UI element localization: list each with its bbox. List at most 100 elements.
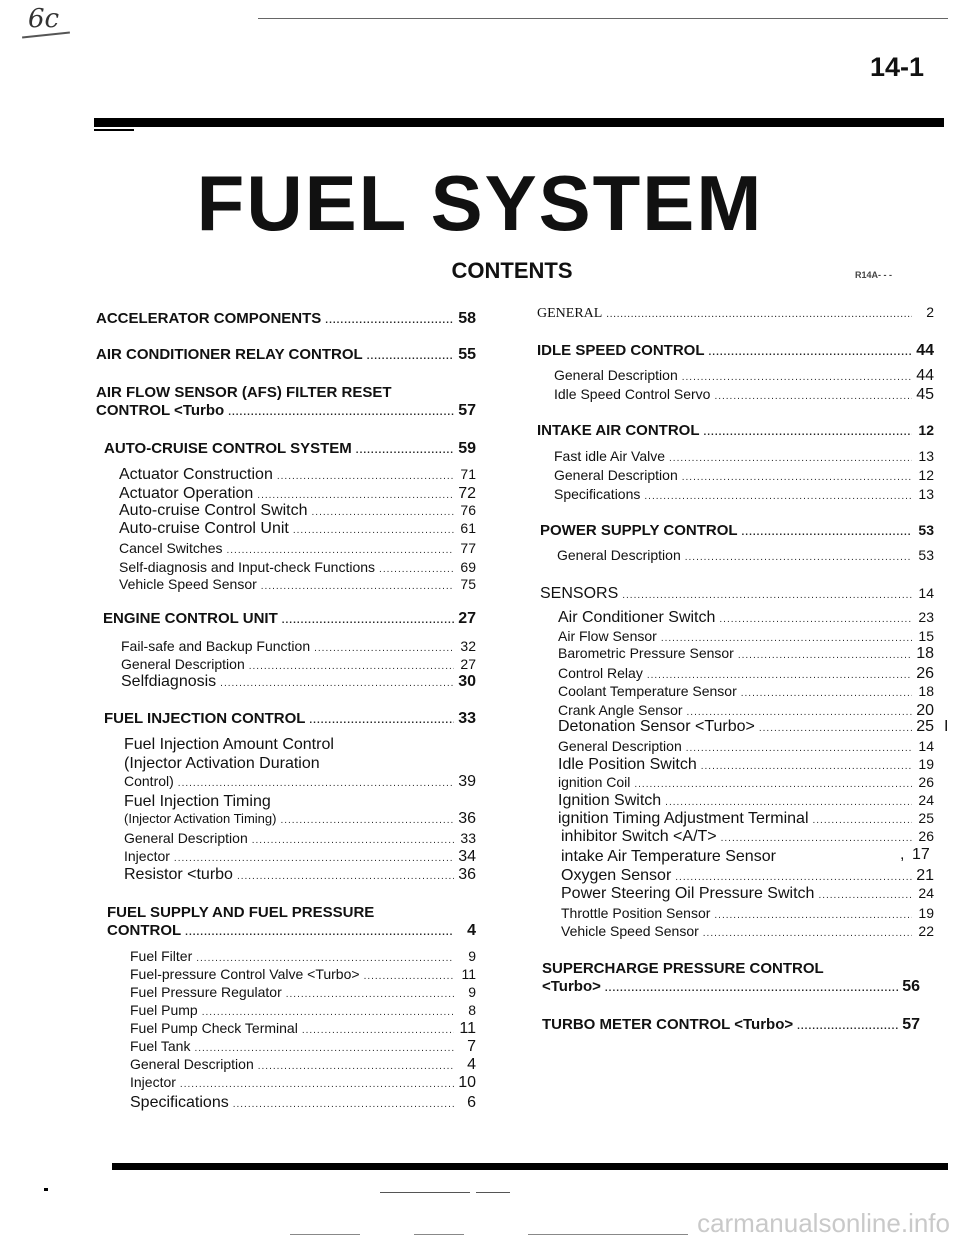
- toc-page: 21: [916, 867, 934, 884]
- toc-label: AUTO-CRUISE CONTROL SYSTEM: [104, 440, 352, 457]
- toc-label: CONTROL: [107, 922, 182, 939]
- toc-item-fsp-specifications[interactable]: Specifications6: [130, 1094, 476, 1112]
- toc-label: ENGINE CONTROL UNIT: [103, 610, 278, 627]
- toc-item-ignition-coil[interactable]: ignition Coil26: [558, 774, 934, 790]
- toc-label: Specifications: [130, 1094, 229, 1111]
- toc-item-ecu-general[interactable]: General Description27: [121, 656, 476, 672]
- toc-item-resistor[interactable]: Resistor <turbo36: [124, 866, 476, 884]
- toc-entry-sensors[interactable]: SENSORS14: [540, 585, 934, 603]
- toc-item-fail-safe[interactable]: Fail-safe and Backup Function32: [121, 638, 476, 654]
- toc-item-fuel-tank[interactable]: Fuel Tank7: [130, 1038, 476, 1056]
- toc-label: Control Relay: [558, 665, 643, 681]
- toc-item-sensors-general[interactable]: General Description14: [558, 738, 934, 754]
- toc-page: 23: [918, 609, 934, 625]
- toc-item-crank-angle-sensor[interactable]: Crank Angle Sensor20: [558, 702, 934, 720]
- toc-item-fuel-filter[interactable]: Fuel Filter9: [130, 948, 476, 964]
- toc-item-inhibitor-switch[interactable]: inhibitor Switch <A/T>26: [561, 828, 934, 846]
- toc-page: 44: [916, 367, 934, 384]
- toc-item-sensors-vehicle-speed[interactable]: Vehicle Speed Sensor22: [561, 923, 934, 939]
- toc-entry-supercharge[interactable]: <Turbo>56: [542, 978, 920, 996]
- toc-entry-turbo-meter[interactable]: TURBO METER CONTROL <Turbo>57: [542, 1016, 920, 1034]
- toc-item-autocruise-unit[interactable]: Auto-cruise Control Unit61: [119, 520, 476, 538]
- leader-dots: [302, 1025, 454, 1036]
- leader-dots: [665, 797, 912, 808]
- toc-item-oxygen-sensor[interactable]: Oxygen Sensor21: [561, 867, 934, 885]
- leader-dots: [682, 372, 912, 383]
- toc-item-self-diagnosis[interactable]: Self-diagnosis and Input-check Functions…: [119, 559, 476, 575]
- toc-page: 10: [458, 1074, 476, 1091]
- toc-heading-supercharge-line1: SUPERCHARGE PRESSURE CONTROL: [542, 960, 824, 977]
- toc-entry-general[interactable]: GENERAL2: [537, 304, 934, 322]
- leader-dots: [714, 910, 912, 921]
- toc-entry-autocruise[interactable]: AUTO-CRUISE CONTROL SYSTEM59: [104, 440, 476, 458]
- toc-item-control-relay[interactable]: Control Relay26: [558, 665, 934, 683]
- toc-label: Fuel Tank: [130, 1038, 191, 1054]
- toc-item-vehicle-speed-sensor[interactable]: Vehicle Speed Sensor75: [119, 576, 476, 592]
- toc-item-fia-line2: (Injector Activation Duration: [124, 755, 320, 772]
- toc-entry-intake-air[interactable]: INTAKE AIR CONTROL12: [537, 422, 934, 439]
- toc-entry-fuel-injection[interactable]: FUEL INJECTION CONTROL33: [104, 710, 476, 728]
- toc-entry-ecu[interactable]: ENGINE CONTROL UNIT27: [103, 610, 476, 628]
- toc-item-coolant-sensor[interactable]: Coolant Temperature Sensor18: [558, 683, 934, 699]
- toc-entry-power-supply[interactable]: POWER SUPPLY CONTROL53: [540, 522, 934, 539]
- toc-page: 8: [468, 1002, 476, 1018]
- toc-item-barometric-sensor[interactable]: Barometric Pressure Sensor18: [558, 645, 934, 663]
- toc-page: 32: [460, 638, 476, 654]
- toc-item-psc-general[interactable]: General Description53: [557, 547, 934, 563]
- toc-heading-afs-line1: AIR FLOW SENSOR (AFS) FILTER RESET: [96, 384, 392, 401]
- toc-entry-aircon-relay[interactable]: AIR CONDITIONER RELAY CONTROL55: [96, 346, 476, 364]
- leader-dots: [185, 927, 454, 938]
- toc-entry-accelerator[interactable]: ACCELERATOR COMPONENTS58: [96, 310, 476, 328]
- toc-page: 34: [458, 848, 476, 865]
- toc-label: Specifications: [554, 486, 641, 502]
- toc-item-fuel-pump-check[interactable]: Fuel Pump Check Terminal11: [130, 1020, 476, 1038]
- toc-item-selfdiagnosis[interactable]: Selfdiagnosis30: [121, 673, 476, 691]
- toc-item-iac-specifications[interactable]: Specifications13: [554, 486, 934, 502]
- toc-entry-fuel-supply[interactable]: CONTROL4: [107, 922, 476, 940]
- toc-page: 61: [460, 520, 476, 536]
- toc-item-fia-control[interactable]: Control)39: [124, 773, 476, 791]
- toc-entry-idle-speed[interactable]: IDLE SPEED CONTROL44: [537, 342, 934, 360]
- toc-item-power-steering-switch[interactable]: Power Steering Oil Pressure Switch24: [561, 885, 934, 903]
- toc-item-fi-timing[interactable]: (Injector Activation Timing)36: [124, 810, 476, 828]
- toc-label: SENSORS: [540, 585, 619, 602]
- leader-dots: [644, 491, 912, 502]
- toc-page: 11: [459, 1020, 476, 1037]
- toc-item-intake-temp-sensor[interactable]: intake Air Temperature Sensor: [561, 848, 776, 865]
- toc-item-cancel-switches[interactable]: Cancel Switches77: [119, 540, 476, 556]
- toc-item-ignition-switch[interactable]: Ignition Switch24: [558, 792, 934, 810]
- toc-page: 22: [918, 923, 934, 939]
- toc-item-injector[interactable]: Injector34: [124, 848, 476, 866]
- toc-item-fic-general[interactable]: General Description33: [124, 830, 476, 846]
- toc-label: Resistor <turbo: [124, 866, 233, 883]
- toc-entry-afs-filter[interactable]: CONTROL <Turbo57: [96, 402, 476, 420]
- toc-item-isc-general[interactable]: General Description44: [554, 367, 934, 385]
- toc-item-fuel-pressure-valve[interactable]: Fuel-pressure Control Valve <Turbo>11: [130, 966, 476, 982]
- toc-item-throttle-position-sensor[interactable]: Throttle Position Sensor19: [561, 905, 934, 921]
- footer-line: [290, 1234, 360, 1235]
- toc-item-aircon-switch[interactable]: Air Conditioner Switch 23: [558, 609, 934, 627]
- toc-label: ignition Timing Adjustment Terminal: [558, 810, 809, 827]
- toc-item-isc-servo[interactable]: Idle Speed Control Servo45: [554, 386, 934, 404]
- toc-item-actuator-construction[interactable]: Actuator Construction71: [119, 466, 476, 484]
- toc-item-idle-position-switch[interactable]: Idle Position Switch19: [558, 756, 934, 774]
- toc-item-autocruise-switch[interactable]: Auto-cruise Control Switch76: [119, 502, 476, 520]
- toc-item-fast-idle[interactable]: Fast idle Air Valve13: [554, 448, 934, 464]
- toc-item-fsp-general[interactable]: General Description4: [130, 1056, 476, 1074]
- header-bar: [94, 118, 944, 127]
- toc-label: GENERAL: [537, 306, 603, 321]
- toc-item-fuel-pump[interactable]: Fuel Pump8: [130, 1002, 476, 1018]
- leader-dots: [202, 1007, 454, 1018]
- toc-item-detonation-sensor[interactable]: Detonation Sensor <Turbo>25: [558, 718, 934, 736]
- toc-label: Power Steering Oil Pressure Switch: [561, 885, 815, 902]
- leader-dots: [686, 743, 912, 754]
- toc-item-air-flow-sensor[interactable]: Air Flow Sensor15: [558, 628, 934, 644]
- toc-item-iac-general[interactable]: General Description12: [554, 467, 934, 483]
- footer-dash: [476, 1192, 510, 1193]
- toc-item-fuel-pressure-regulator[interactable]: Fuel Pressure Regulator9: [130, 984, 476, 1000]
- toc-item-actuator-operation[interactable]: Actuator Operation72: [119, 485, 476, 503]
- toc-item-ignition-timing-terminal[interactable]: ignition Timing Adjustment Terminal25: [558, 810, 934, 828]
- toc-page: 39: [458, 773, 476, 790]
- toc-label: Air Conditioner Switch: [558, 609, 716, 626]
- toc-item-fsp-injector[interactable]: Injector10: [130, 1074, 476, 1092]
